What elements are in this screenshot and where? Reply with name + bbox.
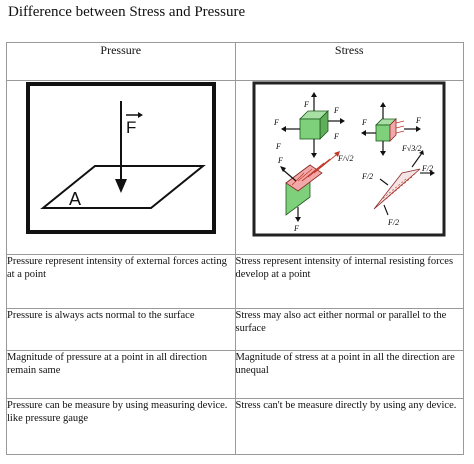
label-f-right-low: F — [333, 132, 339, 141]
label-f-half-bottom: F/2 — [387, 218, 399, 227]
label-f-bottom: F — [275, 142, 281, 151]
label-f-wedge-top: F — [277, 156, 283, 165]
force-label: F — [126, 118, 136, 137]
page-title: Difference between Stress and Pressure — [8, 4, 246, 20]
stress-row-3: Magnitude of stress at a point in all th… — [234, 350, 464, 399]
comparison-table: Pressure Stress F A — [6, 42, 464, 455]
wedge-diagram: F F F/√2 — [277, 151, 354, 233]
stress-figure-cell: F F F F F — [234, 80, 464, 255]
stress-row-1: Stress represent intensity of internal r… — [234, 254, 464, 309]
pressure-row-3: Magnitude of pressure at a point in all … — [6, 350, 236, 399]
area-label: A — [69, 189, 81, 209]
label-f-left: F — [273, 118, 279, 127]
cube-diagram: F F F F F — [273, 92, 346, 158]
pressure-row-2: Pressure is always acts normal to the su… — [6, 308, 236, 351]
label-f-root3-2: F√3/2 — [401, 144, 422, 153]
label-f-half-right: F/2 — [421, 164, 433, 173]
header-pressure: Pressure — [6, 42, 236, 81]
label-f-right: F — [333, 106, 339, 115]
pressure-row-1: Pressure represent intensity of external… — [6, 254, 236, 309]
stress-row-2: Stress may also act either normal or par… — [234, 308, 464, 351]
label-f-small-left: F — [361, 118, 367, 127]
sectioned-cube-diagram: F F — [361, 102, 422, 156]
label-f-sqrt2: F/√2 — [337, 154, 354, 163]
label-f-half-left: F/2 — [361, 172, 373, 181]
stress-diagram: F F F F F — [252, 81, 446, 237]
label-f-small-right: F — [415, 116, 421, 125]
stress-row-4: Stress can't be measure directly by usin… — [234, 398, 464, 455]
pressure-diagram: F A — [25, 82, 216, 234]
label-f-wedge-bottom: F — [293, 224, 299, 233]
force-arrow-head — [114, 179, 127, 193]
triangle-diagram: F√3/2 F/2 F/2 F/2 — [361, 144, 436, 227]
vector-bar-head — [137, 112, 143, 118]
pressure-figure-cell: F A — [6, 80, 236, 255]
header-stress: Stress — [234, 42, 464, 81]
pressure-row-4: Pressure can be measure by using measuri… — [6, 398, 236, 455]
label-f-top: F — [303, 100, 309, 109]
